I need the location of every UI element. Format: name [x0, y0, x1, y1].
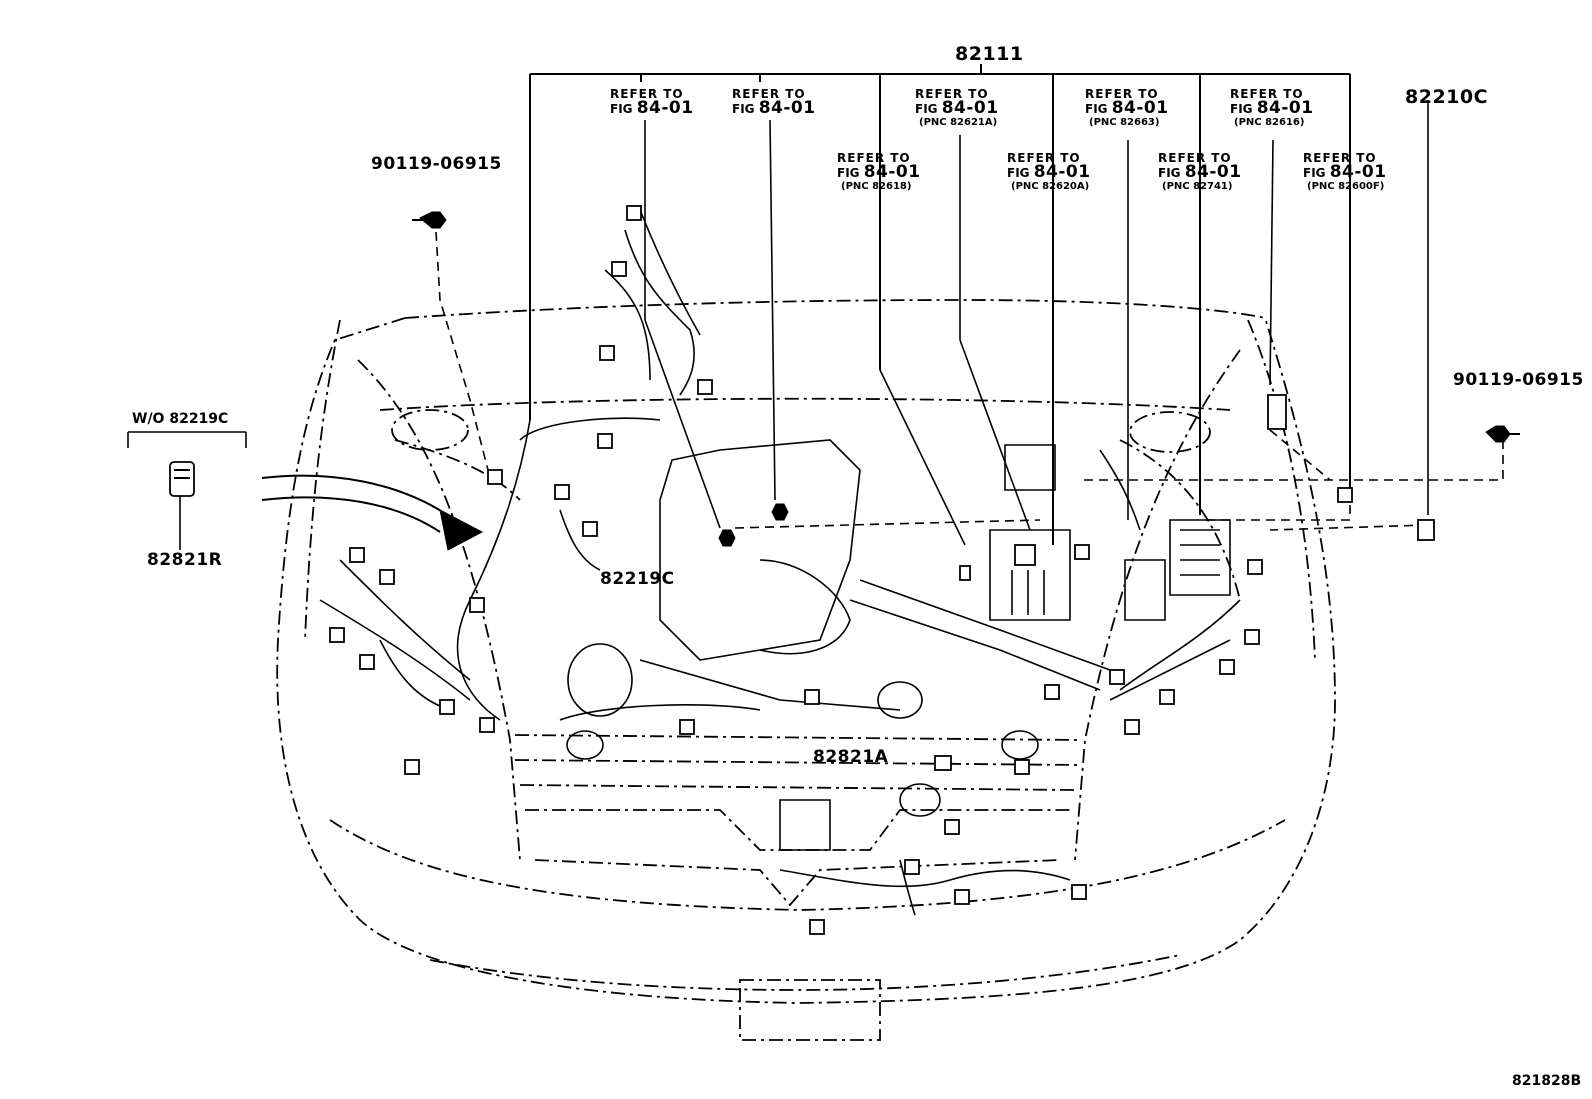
pnc-reference: (PNC 82600F)	[1307, 180, 1385, 192]
refer-callout-4[interactable]: REFER TO FIG 84-01 (PNC 82663)	[1085, 88, 1169, 128]
engine-components	[519, 417, 1231, 851]
refer-label: REFER TO	[1158, 151, 1232, 165]
pnc-reference: (PNC 82616)	[1234, 116, 1305, 128]
pnc-reference: (PNC 82620A)	[1011, 180, 1090, 192]
part-number-82821r[interactable]: 82821R	[147, 550, 223, 570]
pnc-reference: (PNC 82663)	[1089, 116, 1160, 128]
refer-callout-2[interactable]: REFER TO FIG 84-01	[732, 88, 816, 118]
fig-prefix: FIG	[610, 102, 633, 117]
pnc-reference: (PNC 82741)	[1162, 180, 1233, 192]
part-number-82821a[interactable]: 82821A	[813, 747, 889, 767]
callout-bracket-82111	[529, 64, 1351, 545]
relay-82821r-icon	[169, 461, 195, 497]
variant-note: W/O 82219C	[132, 411, 229, 427]
vehicle-body-outline	[276, 299, 1336, 1041]
refer-callout-1[interactable]: REFER TO FIG 84-01	[610, 88, 694, 118]
leader-lines	[127, 100, 1429, 550]
refer-callout-7[interactable]: REFER TO FIG 84-01 (PNC 82620A)	[1007, 152, 1091, 192]
refer-label: REFER TO	[1303, 151, 1377, 165]
refer-callout-3[interactable]: REFER TO FIG 84-01 (PNC 82621A)	[915, 88, 999, 128]
refer-label: REFER TO	[1085, 87, 1159, 101]
direction-arrow	[261, 474, 484, 551]
refer-label: REFER TO	[837, 151, 911, 165]
fig-prefix: FIG	[915, 102, 938, 117]
fig-prefix: FIG	[1230, 102, 1253, 117]
refer-label: REFER TO	[732, 87, 806, 101]
pnc-reference: (PNC 82618)	[841, 180, 912, 192]
fig-prefix: FIG	[1158, 166, 1181, 181]
part-number-82111[interactable]: 82111	[955, 43, 1024, 65]
refer-label: REFER TO	[610, 87, 684, 101]
part-number-bolt-right[interactable]: 90119-06915	[1453, 370, 1584, 390]
dashed-leaders	[435, 231, 1504, 531]
fig-prefix: FIG	[732, 102, 755, 117]
fig-prefix: FIG	[1303, 166, 1326, 181]
refer-callout-5[interactable]: REFER TO FIG 84-01 (PNC 82616)	[1230, 88, 1314, 128]
fig-number: 84-01	[636, 98, 694, 119]
refer-callout-6[interactable]: REFER TO FIG 84-01 (PNC 82618)	[837, 152, 921, 192]
pnc-reference: (PNC 82621A)	[919, 116, 998, 128]
fig-prefix: FIG	[837, 166, 860, 181]
fig-number: 84-01	[1111, 98, 1169, 119]
refer-callout-9[interactable]: REFER TO FIG 84-01 (PNC 82600F)	[1303, 152, 1387, 192]
fig-number: 84-01	[863, 162, 921, 183]
connectors	[329, 205, 1435, 935]
refer-callout-8[interactable]: REFER TO FIG 84-01 (PNC 82741)	[1158, 152, 1242, 192]
part-number-82210c[interactable]: 82210C	[1405, 86, 1489, 108]
part-number-82219c[interactable]: 82219C	[600, 569, 675, 589]
fig-number: 84-01	[1184, 162, 1242, 183]
fig-number: 84-01	[1033, 162, 1091, 183]
part-number-bolt-left[interactable]: 90119-06915	[371, 154, 502, 174]
fig-number: 84-01	[758, 98, 816, 119]
refer-label: REFER TO	[1007, 151, 1081, 165]
refer-label: REFER TO	[1230, 87, 1304, 101]
refer-label: REFER TO	[915, 87, 989, 101]
bolt-icons	[412, 211, 1520, 547]
figure-id: 821828B	[1512, 1073, 1582, 1089]
fig-prefix: FIG	[1007, 166, 1030, 181]
fig-number: 84-01	[941, 98, 999, 119]
fig-prefix: FIG	[1085, 102, 1108, 117]
fig-number: 84-01	[1256, 98, 1314, 119]
fig-number: 84-01	[1329, 162, 1387, 183]
